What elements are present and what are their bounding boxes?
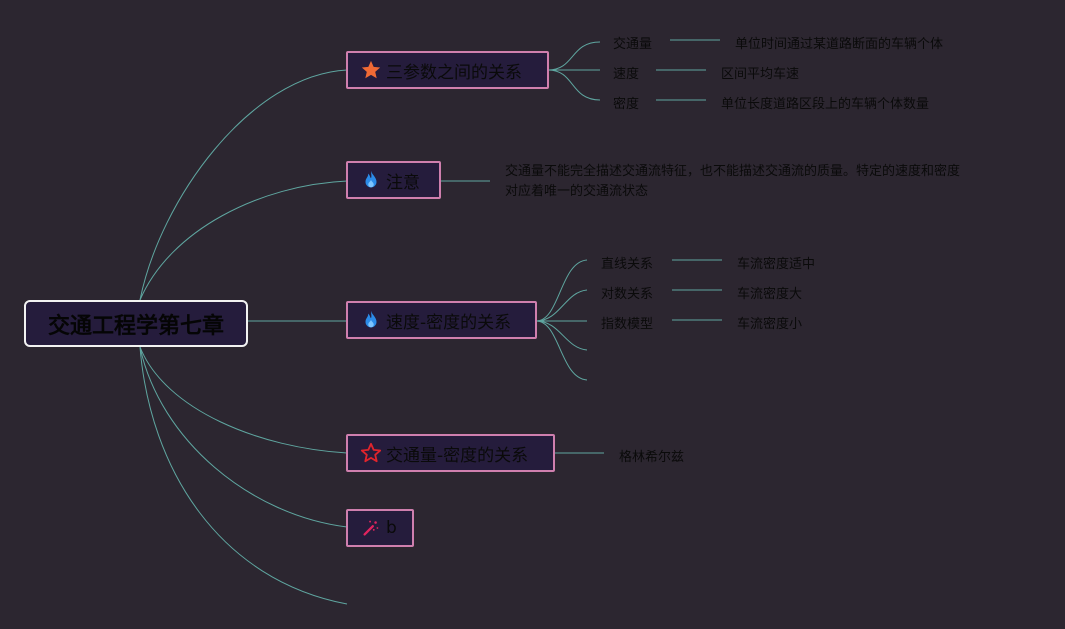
leaf-exp[interactable]: 指数模型 bbox=[601, 317, 654, 332]
note-line-1: 交通量不能完全描述交通流特征，也不能描述交通流的质量。特定的速度和密度 bbox=[505, 164, 961, 179]
leaf-linear-detail[interactable]: 车流密度适中 bbox=[737, 257, 816, 272]
leaf-log-detail[interactable]: 车流密度大 bbox=[737, 287, 803, 302]
note-text[interactable]: 交通量不能完全描述交通流特征，也不能描述交通流的质量。特定的速度和密度 对应着唯… bbox=[505, 162, 1005, 202]
leaf-density-detail[interactable]: 单位长度道路区段上的车辆个体数量 bbox=[721, 97, 930, 112]
root-label: 交通工程学第七章 bbox=[47, 313, 224, 339]
leaf-greenshields[interactable]: 格林希尔兹 bbox=[619, 450, 685, 465]
branch-label: 注意 bbox=[386, 172, 420, 193]
root-topic[interactable]: 交通工程学第七章 bbox=[24, 300, 248, 347]
blue-flame-icon bbox=[360, 309, 382, 331]
leaf-traffic-volume[interactable]: 交通量 bbox=[613, 37, 653, 52]
leaf-speed-detail[interactable]: 区间平均车速 bbox=[721, 67, 800, 82]
branch-note[interactable]: 注意 bbox=[346, 161, 441, 199]
branch-label: 三参数之间的关系 bbox=[386, 62, 522, 83]
leaf-speed[interactable]: 速度 bbox=[613, 67, 640, 82]
link-root-branch-4 bbox=[139, 346, 348, 454]
branch-speed-density[interactable]: 速度-密度的关系 bbox=[346, 301, 537, 339]
branch-volume-density[interactable]: 交通量-密度的关系 bbox=[346, 434, 555, 472]
note-line-2: 对应着唯一的交通流状态 bbox=[505, 184, 649, 199]
leaf-density[interactable]: 密度 bbox=[613, 97, 640, 112]
leaf-exp-detail[interactable]: 车流密度小 bbox=[737, 317, 803, 332]
link-root-branch-5 bbox=[139, 346, 348, 528]
leaf-log[interactable]: 对数关系 bbox=[601, 287, 654, 302]
branch-three-parameters[interactable]: 三参数之间的关系 bbox=[346, 51, 549, 89]
red-star-outline-icon bbox=[360, 442, 382, 464]
link-root-empty bbox=[139, 346, 348, 605]
link-root-branch-2 bbox=[139, 180, 348, 301]
blue-flame-icon bbox=[360, 169, 382, 191]
branch-b[interactable]: b bbox=[346, 509, 414, 547]
magic-wand-icon bbox=[360, 517, 382, 539]
branch-label: 速度-密度的关系 bbox=[386, 312, 512, 333]
branch-label: 交通量-密度的关系 bbox=[386, 445, 529, 466]
orange-star-icon bbox=[360, 59, 382, 81]
leaf-traffic-volume-detail[interactable]: 单位时间通过某道路断面的车辆个体 bbox=[735, 37, 944, 52]
branch-label: b bbox=[386, 518, 397, 538]
link-root-branch-1 bbox=[139, 69, 348, 301]
leaf-linear[interactable]: 直线关系 bbox=[601, 257, 654, 272]
